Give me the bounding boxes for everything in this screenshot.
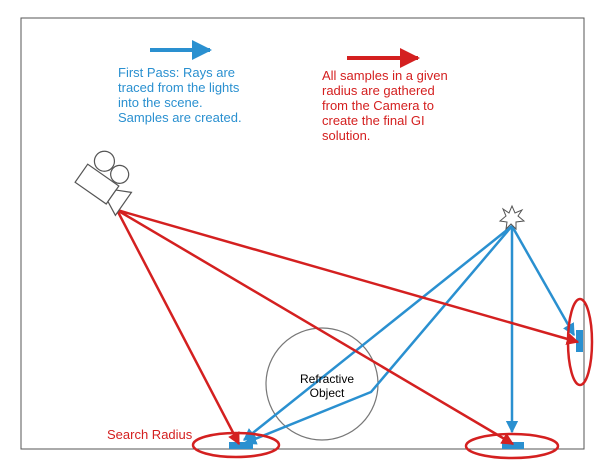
movie-camera-icon	[74, 150, 133, 217]
star-light-icon	[498, 204, 526, 231]
first-pass-caption: First Pass: Rays are traced from the lig…	[118, 65, 242, 125]
red-ray-to-wall	[116, 208, 580, 345]
search-radius-wall	[566, 297, 594, 387]
scene-frame	[20, 17, 585, 450]
blue-ray-to-wall	[510, 225, 576, 337]
sample-left	[229, 442, 253, 449]
red-rays	[115, 208, 580, 446]
refractive-object-label: Refractive Object	[299, 372, 355, 400]
search-radius-left	[191, 431, 281, 459]
search-radius-right	[464, 432, 560, 460]
gather-caption: All samples in a given radius are gather…	[322, 68, 448, 143]
sample-wall	[576, 330, 583, 352]
red-ray-to-floor-right	[116, 208, 515, 446]
search-radius-label: Search Radius	[107, 427, 193, 442]
blue-ray-to-floor-left	[243, 225, 513, 441]
sample-right	[502, 442, 524, 449]
blue-rays	[243, 225, 576, 445]
red-ray-to-floor-left	[115, 209, 241, 446]
blue-ray-through-object	[243, 225, 513, 445]
